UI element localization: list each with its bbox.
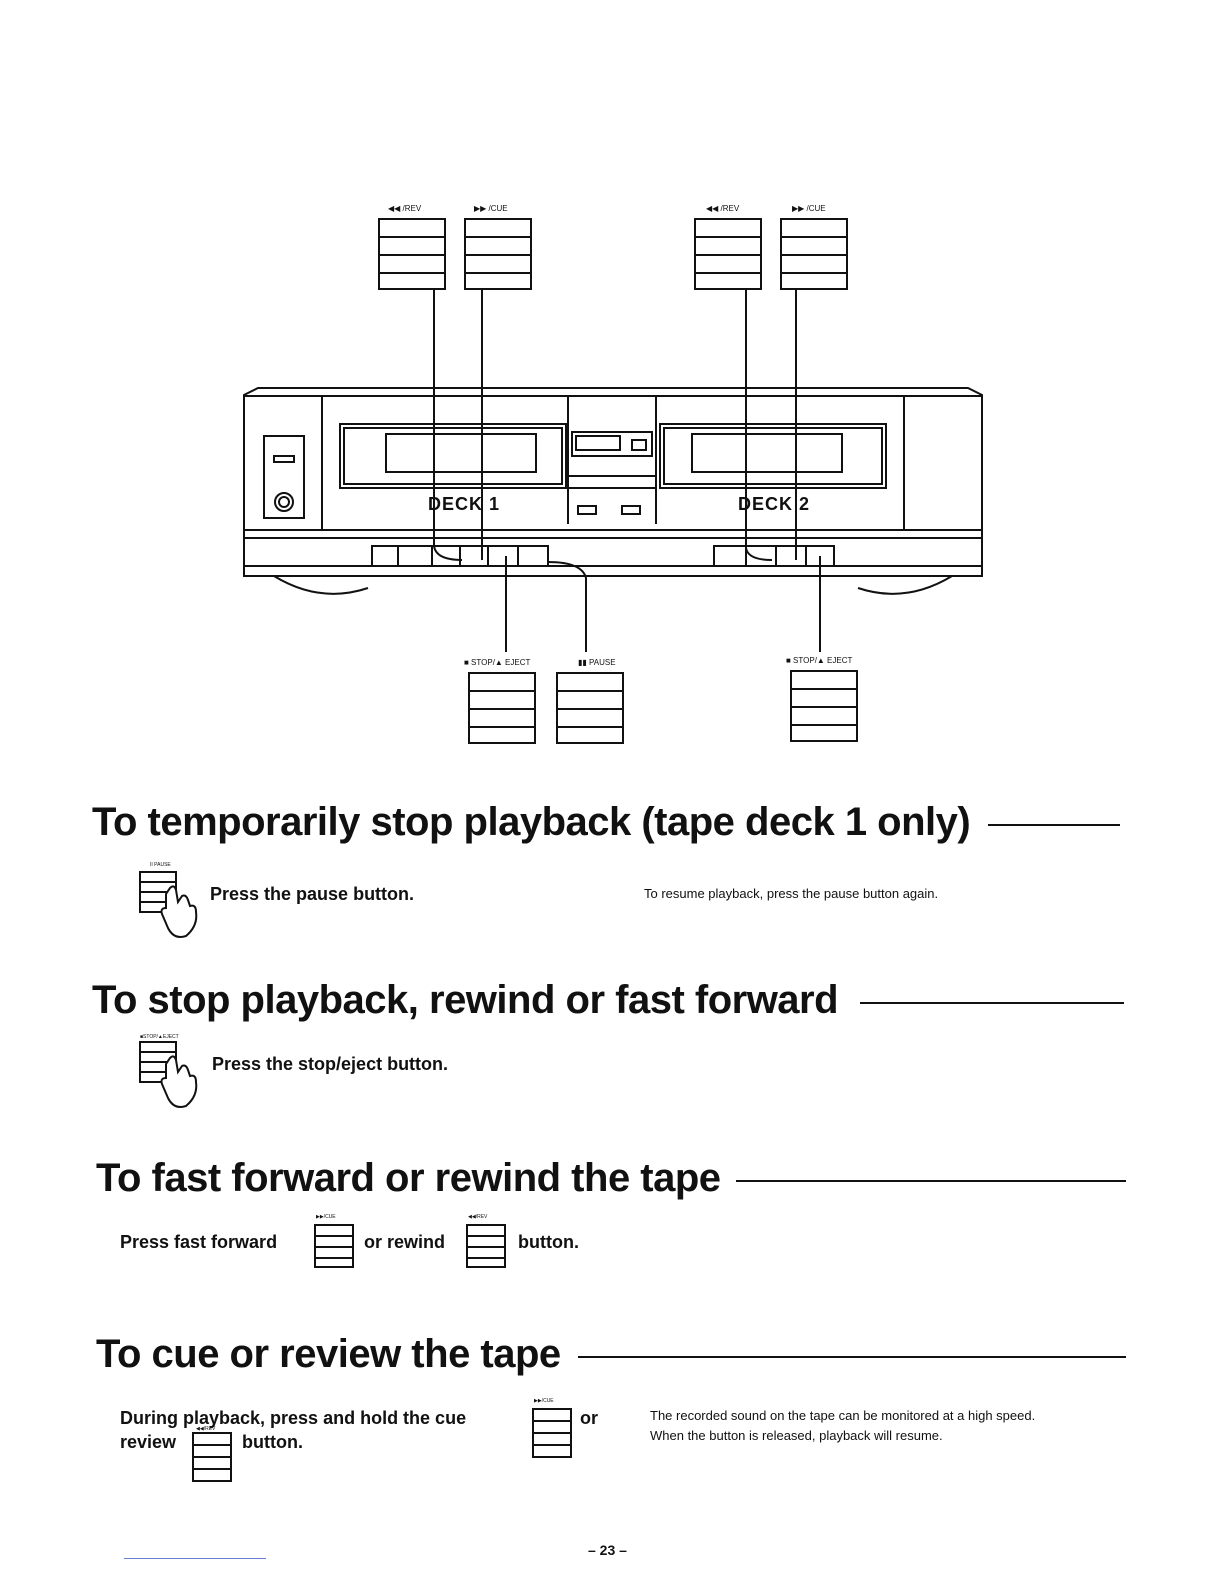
cue-mini-label: ▶▶/CUE [534, 1398, 554, 1404]
cue-note-line2: When the button is released, playback wi… [650, 1428, 943, 1443]
cue-mini-label: ▶▶/CUE [316, 1214, 336, 1220]
cue-button-deck2[interactable] [780, 218, 848, 290]
stop-instruction: Press the stop/eject button. [212, 1054, 449, 1074]
pause-instruction: Press the pause button. [210, 884, 415, 904]
cue-line1-a: During playback, press and hold the cue [120, 1408, 467, 1428]
heading-rule [736, 1180, 1126, 1182]
cue-button-deck1[interactable] [464, 218, 532, 290]
stop-eject-label-deck2: ■ STOP/▲ EJECT [786, 656, 853, 665]
rev-button-icon [466, 1224, 506, 1268]
tape-deck-diagram: ◀◀ /REV ▶▶ /CUE ◀◀ /REV ▶▶ /CUE [0, 0, 1224, 760]
pause-icon-label: II PAUSE [150, 862, 171, 868]
cue-line1-b: or [580, 1408, 598, 1428]
deck1-label: DECK 1 [428, 494, 501, 514]
deck2-label: DECK 2 [738, 494, 811, 514]
rev-button-deck1[interactable] [378, 218, 446, 290]
ff-text-b: or rewind [364, 1232, 446, 1252]
stop-eject-button-deck1[interactable] [468, 672, 536, 744]
cue-line2-a: review [120, 1432, 177, 1452]
heading-rule [860, 1002, 1124, 1004]
section-heading: To fast forward or rewind the tape [96, 1156, 721, 1200]
stop-eject-label-deck1: ■ STOP/▲ EJECT [464, 658, 531, 667]
cassette-deck-unit [243, 290, 983, 652]
stop-eject-button-deck2[interactable] [790, 670, 858, 742]
section-heading: To cue or review the tape [96, 1332, 561, 1376]
cue-button-icon [532, 1408, 572, 1458]
pause-label: ▮▮ PAUSE [578, 658, 616, 667]
rev-mini-label: ◀◀/REV [196, 1426, 216, 1432]
rev-button-deck2[interactable] [694, 218, 762, 290]
cue-button-icon [314, 1224, 354, 1268]
footer-link-underline [124, 1558, 266, 1559]
heading-rule [578, 1356, 1126, 1358]
pause-note: To resume playback, press the pause butt… [644, 886, 939, 901]
section-heading: To temporarily stop playback (tape deck … [92, 800, 971, 844]
cue-label-deck2: ▶▶ /CUE [792, 204, 826, 213]
rev-label-deck1: ◀◀ /REV [388, 204, 422, 213]
pause-button[interactable] [556, 672, 624, 744]
rev-mini-label: ◀◀/REV [468, 1214, 488, 1220]
stop-icon-label: ■STOP/▲EJECT [140, 1034, 179, 1040]
cue-label-deck1: ▶▶ /CUE [474, 204, 508, 213]
section-heading: To stop playback, rewind or fast forward [92, 978, 839, 1022]
cue-note-line1: The recorded sound on the tape can be mo… [650, 1408, 1036, 1423]
ff-text-c: button. [518, 1232, 579, 1252]
page-number: – 23 – [588, 1542, 627, 1558]
cue-line2-b: button. [242, 1432, 303, 1452]
rev-button-icon [192, 1432, 232, 1482]
pause-button-press-icon [139, 871, 198, 938]
stop-button-press-icon [139, 1041, 198, 1108]
rev-label-deck2: ◀◀ /REV [706, 204, 740, 213]
ff-text-a: Press fast forward [120, 1232, 278, 1252]
heading-rule [988, 824, 1120, 826]
